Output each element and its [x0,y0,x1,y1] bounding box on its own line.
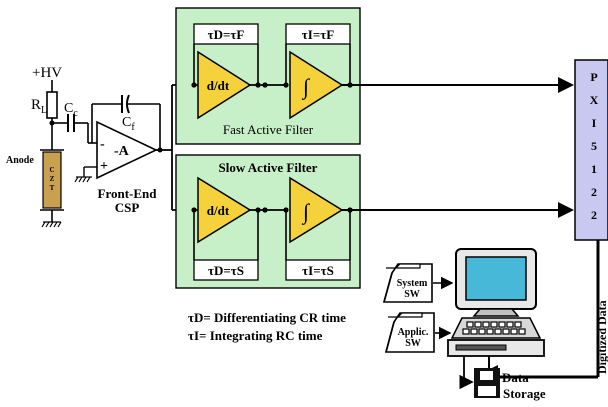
storage-line2: Storage [503,386,546,401]
digitizer-char-5: 1 [591,162,597,176]
crystal-letter-1: C [49,166,54,174]
system-sw-line2: SW [404,289,420,300]
csp-name-line1: Front-End [98,186,158,201]
digitized-data-label: Digitized Data [595,300,608,374]
computer: Data Storage System SW Applic. SW [382,248,546,401]
fast-diff-symbol: d/dt [207,78,230,93]
applic-sw-line2: SW [405,338,421,349]
anode-label: Anode [6,155,34,166]
system-sw-folder-icon: System SW [382,263,433,303]
load-resistor [46,91,58,119]
digitizer-char-4: 5 [591,139,597,153]
fast-integrator [289,50,344,120]
slow-tau-i-box [285,259,351,281]
rl-label: RL [31,97,47,116]
digitizer-pxi5122: P X I 5 1 2 2 Digitized Data [474,59,608,389]
digitizer-box [574,59,608,241]
slow-filter-title: Slow Active Filter [219,160,318,175]
keyboard [450,317,542,339]
system-sw-line1: System [397,278,428,289]
crystal-letter-2: Z [50,175,55,183]
slow-active-filter: Slow Active Filter d/dt τD=τS ∫ τI=τS [175,154,361,289]
fast-int-symbol: ∫ [301,74,311,100]
digitizer-char-1: P [590,70,597,84]
fast-filter-title: Fast Active Filter [223,122,314,137]
cc-label: Cc [64,101,78,119]
slow-int-symbol: ∫ [301,199,311,225]
legend-line1: τD= Differentiating CR time [188,310,346,325]
fast-tau-d-label: τD=τF [208,27,245,42]
slow-tau-d-label: τD=τS [208,263,244,278]
csp-amplifier [96,120,158,180]
hv-label: +HV [32,65,62,81]
cf-label: Cf [122,115,135,133]
digitizer-char-3: I [592,116,597,130]
legend-line2: τI= Integrating RC time [188,328,323,343]
applic-sw-folder-icon: Applic. SW [384,312,435,353]
digitizer-char-6: 2 [591,185,597,199]
monitor-screen [465,256,527,301]
fast-tau-d-box [193,23,259,45]
front-end-csp: Cf - + -A Front-End CSP [74,84,194,215]
fast-active-filter: τD=τF d/dt τI=τF ∫ Fast Active Filter [175,7,361,145]
time-constant-legend: τD= Differentiating CR time τI= Integrat… [188,310,346,343]
ground-symbol [41,221,62,228]
slow-tau-d-box [193,259,259,281]
applic-sw-line1: Applic. [398,327,429,338]
slow-integrator [289,176,344,244]
detector: +HV RL Cc Anode C Z T [6,65,89,228]
digitizer-char-7: 2 [591,208,597,222]
slow-diff-symbol: d/dt [207,203,230,218]
fast-tau-i-box [285,23,351,45]
crystal-letter-3: T [50,184,55,192]
noninverting-input-sign: + [100,159,108,174]
csp-name-line2: CSP [115,200,140,215]
gain-label: -A [114,144,130,159]
czt-crystal [42,151,62,209]
slow-tau-i-label: τI=τS [302,263,334,278]
inverting-input-sign: - [100,137,105,152]
digitizer-char-2: X [590,93,599,107]
fast-tau-i-label: τI=τF [302,27,334,42]
storage-line1: Data [502,370,529,385]
